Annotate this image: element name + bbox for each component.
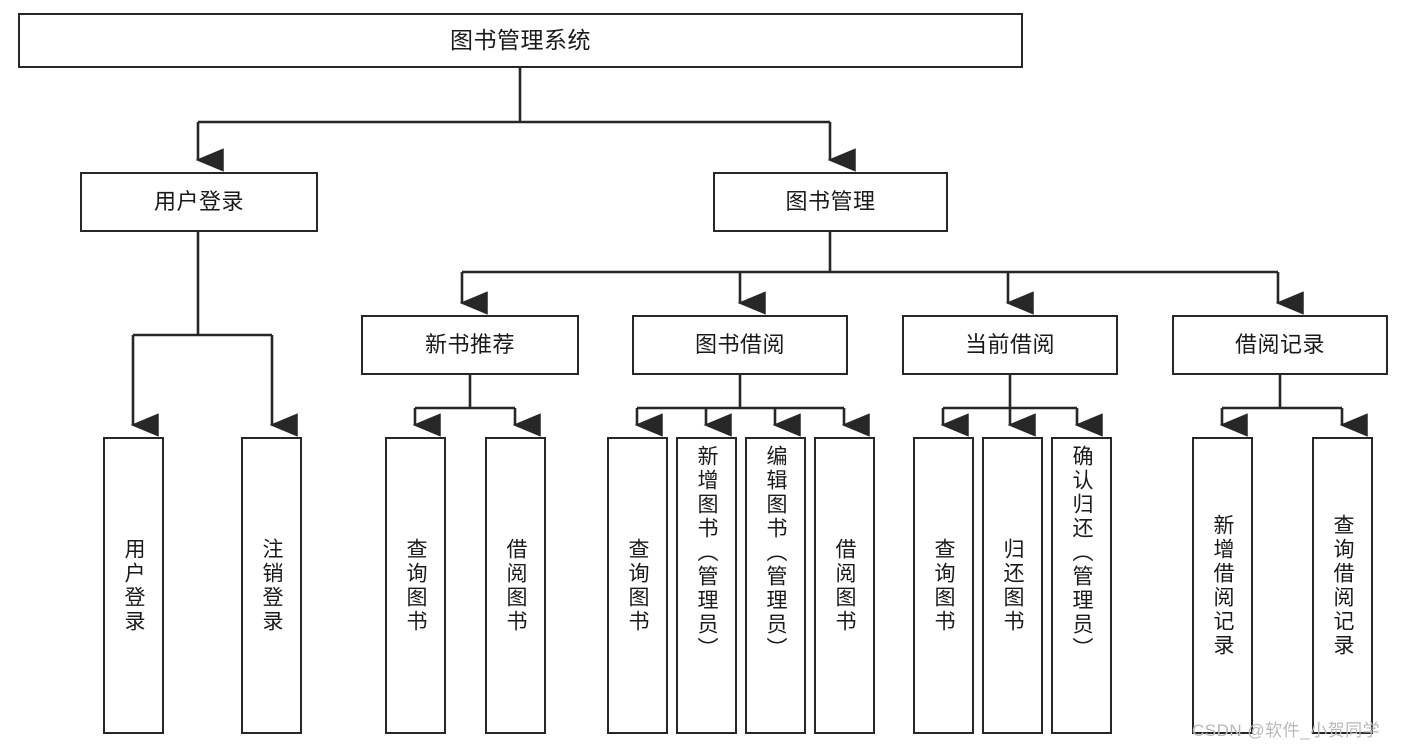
leaf-confirm-return-admin[interactable]: 确认归还（管理员） xyxy=(1051,437,1112,734)
node-book-management-system[interactable]: 图书管理系统 xyxy=(18,13,1023,68)
node-new-book-recommend[interactable]: 新书推荐 xyxy=(361,315,579,375)
leaf-query-book-borrow[interactable]: 查询图书 xyxy=(607,437,668,734)
leaf-label: 借阅图书 xyxy=(833,537,856,634)
leaf-label: 注销登录 xyxy=(260,537,283,634)
node-current-borrow[interactable]: 当前借阅 xyxy=(902,315,1118,375)
leaf-query-book-recommend[interactable]: 查询图书 xyxy=(385,437,446,734)
leaf-label: 确认归还（管理员） xyxy=(1070,445,1093,661)
csdn-watermark: CSDN @软件_小贺同学 xyxy=(1192,721,1381,740)
node-label: 图书借阅 xyxy=(694,331,785,357)
leaf-logout[interactable]: 注销登录 xyxy=(241,437,302,734)
leaf-borrow-book[interactable]: 借阅图书 xyxy=(814,437,875,734)
leaf-query-borrow-record[interactable]: 查询借阅记录 xyxy=(1312,437,1373,734)
leaf-add-book-admin[interactable]: 新增图书（管理员） xyxy=(676,437,737,734)
leaf-label: 查询图书 xyxy=(626,537,649,634)
leaf-label: 查询借阅记录 xyxy=(1331,513,1354,658)
leaf-label: 用户登录 xyxy=(122,537,145,634)
leaf-label: 归还图书 xyxy=(1001,537,1024,634)
leaf-return-book[interactable]: 归还图书 xyxy=(982,437,1043,734)
leaf-label: 新增借阅记录 xyxy=(1211,513,1234,658)
node-book-management[interactable]: 图书管理 xyxy=(713,172,948,232)
leaf-borrow-book-recommend[interactable]: 借阅图书 xyxy=(485,437,546,734)
leaf-query-book-current[interactable]: 查询图书 xyxy=(913,437,974,734)
node-label: 图书管理系统 xyxy=(450,26,591,53)
node-label: 当前借阅 xyxy=(964,331,1055,357)
node-label: 借阅记录 xyxy=(1234,331,1325,357)
node-label: 新书推荐 xyxy=(424,331,515,357)
node-user-login[interactable]: 用户登录 xyxy=(80,172,318,232)
node-book-borrow[interactable]: 图书借阅 xyxy=(632,315,848,375)
node-label: 用户登录 xyxy=(153,188,244,214)
leaf-edit-book-admin[interactable]: 编辑图书（管理员） xyxy=(745,437,806,734)
leaf-label: 借阅图书 xyxy=(504,537,527,634)
leaf-label: 查询图书 xyxy=(404,537,427,634)
leaf-label: 查询图书 xyxy=(932,537,955,634)
leaf-add-borrow-record[interactable]: 新增借阅记录 xyxy=(1192,437,1253,734)
leaf-user-login[interactable]: 用户登录 xyxy=(103,437,164,734)
node-borrow-record[interactable]: 借阅记录 xyxy=(1172,315,1388,375)
leaf-label: 新增图书（管理员） xyxy=(695,445,718,661)
node-label: 图书管理 xyxy=(785,188,876,214)
leaf-label: 编辑图书（管理员） xyxy=(764,445,787,661)
